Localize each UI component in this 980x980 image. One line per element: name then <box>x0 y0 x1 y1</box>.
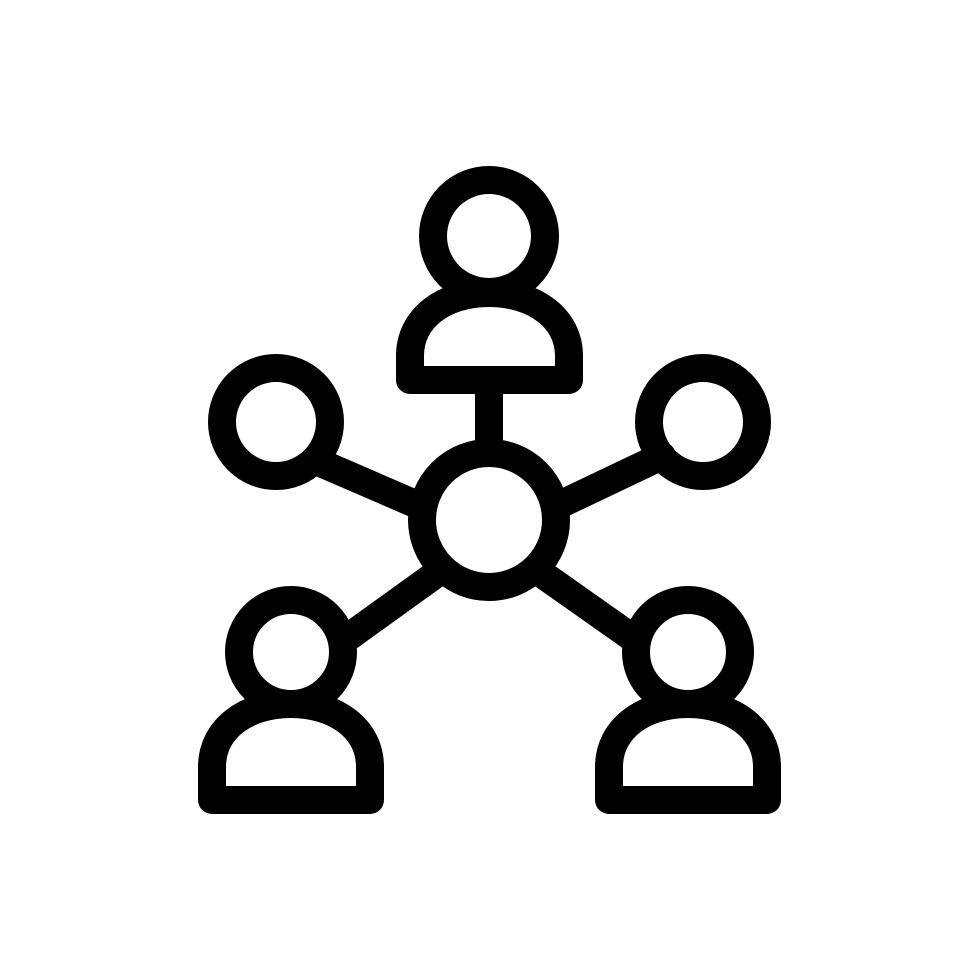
connector-right <box>543 442 676 520</box>
top-person-body <box>396 279 583 394</box>
connector-bottom-right <box>528 560 651 655</box>
bottom-left-person-head <box>225 586 357 718</box>
connector-bottom-left <box>329 560 450 655</box>
bottom-right-person-icon <box>595 586 781 814</box>
right-node-icon <box>635 354 771 490</box>
connector-left <box>302 447 434 520</box>
top-person-head <box>419 166 559 306</box>
bottom-right-person-body <box>595 690 781 814</box>
bottom-left-person-icon <box>198 586 384 814</box>
top-person-icon <box>396 166 583 394</box>
bottom-right-person-head <box>622 586 754 718</box>
left-node-icon <box>208 354 344 490</box>
hub-node-icon <box>408 439 570 601</box>
bottom-left-person-body <box>198 690 384 814</box>
